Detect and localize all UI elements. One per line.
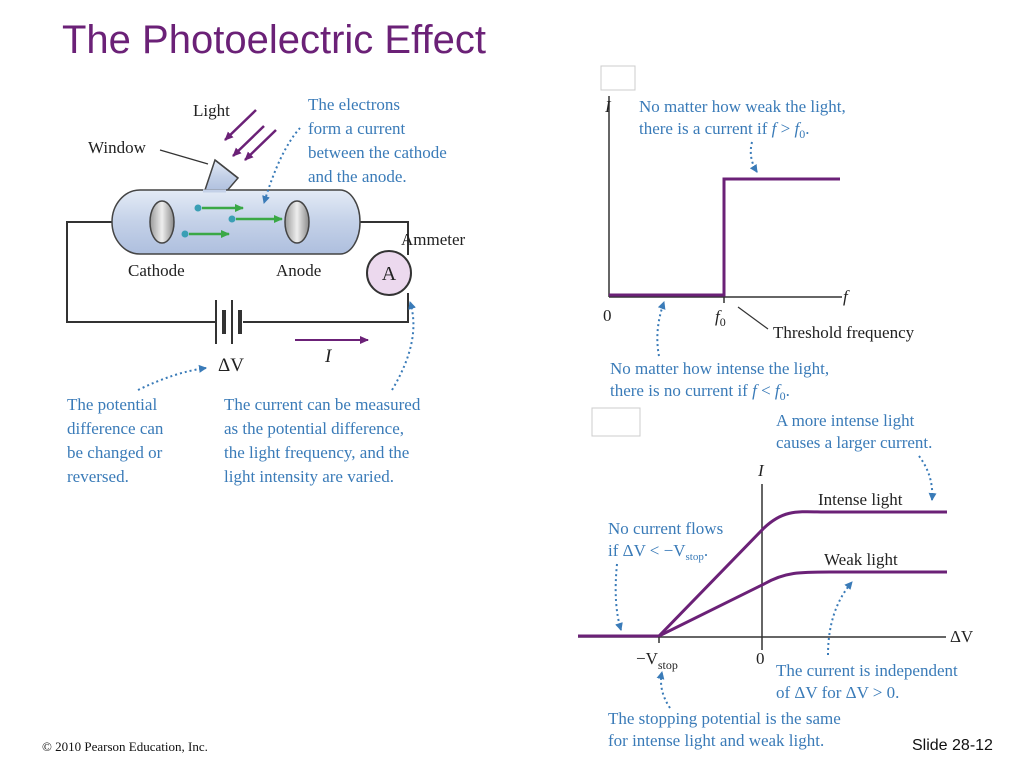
note-no-current: No current flows (608, 519, 723, 538)
x-axis-label: f (843, 287, 850, 306)
window-label: Window (88, 138, 147, 157)
ammeter-letter: A (382, 263, 397, 285)
note-intense-light-bottom: No matter how intense the light, (610, 359, 829, 378)
note-measured: The current can be measured as the poten… (224, 395, 425, 486)
note-current-independent: The current is independent of ΔV for ΔV … (776, 661, 962, 702)
note-potential: The potential difference can be changed … (67, 395, 168, 486)
note-electrons: The electrons form a current between the… (308, 95, 451, 186)
note-no-current-condition: if ΔV < −Vstop. (608, 541, 708, 563)
weak-light-curve (658, 570, 947, 638)
threshold-tick-label: f0 (715, 307, 726, 329)
cathode-plate (149, 200, 175, 244)
copyright-footer: © 2010 Pearson Education, Inc. (42, 739, 208, 754)
origin-label: 0 (603, 306, 612, 325)
step-current-curve (609, 177, 840, 297)
placeholder-box (591, 407, 641, 437)
light-ray-arrows (224, 109, 277, 161)
anode-plate (284, 200, 310, 244)
slide-title: The Photoelectric Effect (62, 18, 486, 62)
battery-symbol (215, 300, 242, 344)
note-weak-light-top: No matter how weak the light, (639, 97, 846, 116)
ammeter-label: Ammeter (401, 230, 466, 249)
current-label: I (324, 346, 333, 367)
y-axis-label: I (604, 97, 612, 116)
note-intense-light-condition: there is no current if f < f0. (610, 381, 790, 403)
stop-tick-label: −Vstop (636, 649, 678, 672)
weak-light-label: Weak light (824, 550, 898, 569)
current-vs-frequency-graph: I f 0 f0 Threshold frequency No matter h… (600, 65, 915, 403)
intense-light-curve (657, 510, 947, 638)
threshold-frequency-label: Threshold frequency (773, 323, 915, 342)
circuit-wire (66, 221, 409, 323)
y-axis-label: I (757, 461, 765, 480)
placeholder-box (600, 65, 636, 91)
slide-number: Slide 28-12 (912, 737, 993, 754)
current-vs-voltage-graph: I ΔV 0 −Vstop Intense light Weak light A… (578, 407, 974, 750)
anode-label: Anode (276, 261, 321, 280)
note-stopping-potential: The stopping potential is the same for i… (608, 709, 845, 750)
intense-light-label: Intense light (818, 490, 903, 509)
ammeter-symbol (366, 250, 412, 296)
x-axis-label: ΔV (950, 627, 974, 646)
origin-label: 0 (756, 649, 765, 668)
cathode-label: Cathode (128, 261, 185, 280)
light-label: Light (193, 101, 230, 120)
window-glass (214, 159, 239, 179)
phototube-apparatus: A Light Window Cathode Anode Ammeter ΔV … (66, 95, 466, 486)
battery-label: ΔV (218, 355, 244, 376)
note-weak-light-condition: there is a current if f > f0. (639, 119, 809, 141)
note-more-intense: A more intense light causes a larger cur… (776, 411, 932, 452)
electron-flow-arrows (181, 204, 283, 238)
